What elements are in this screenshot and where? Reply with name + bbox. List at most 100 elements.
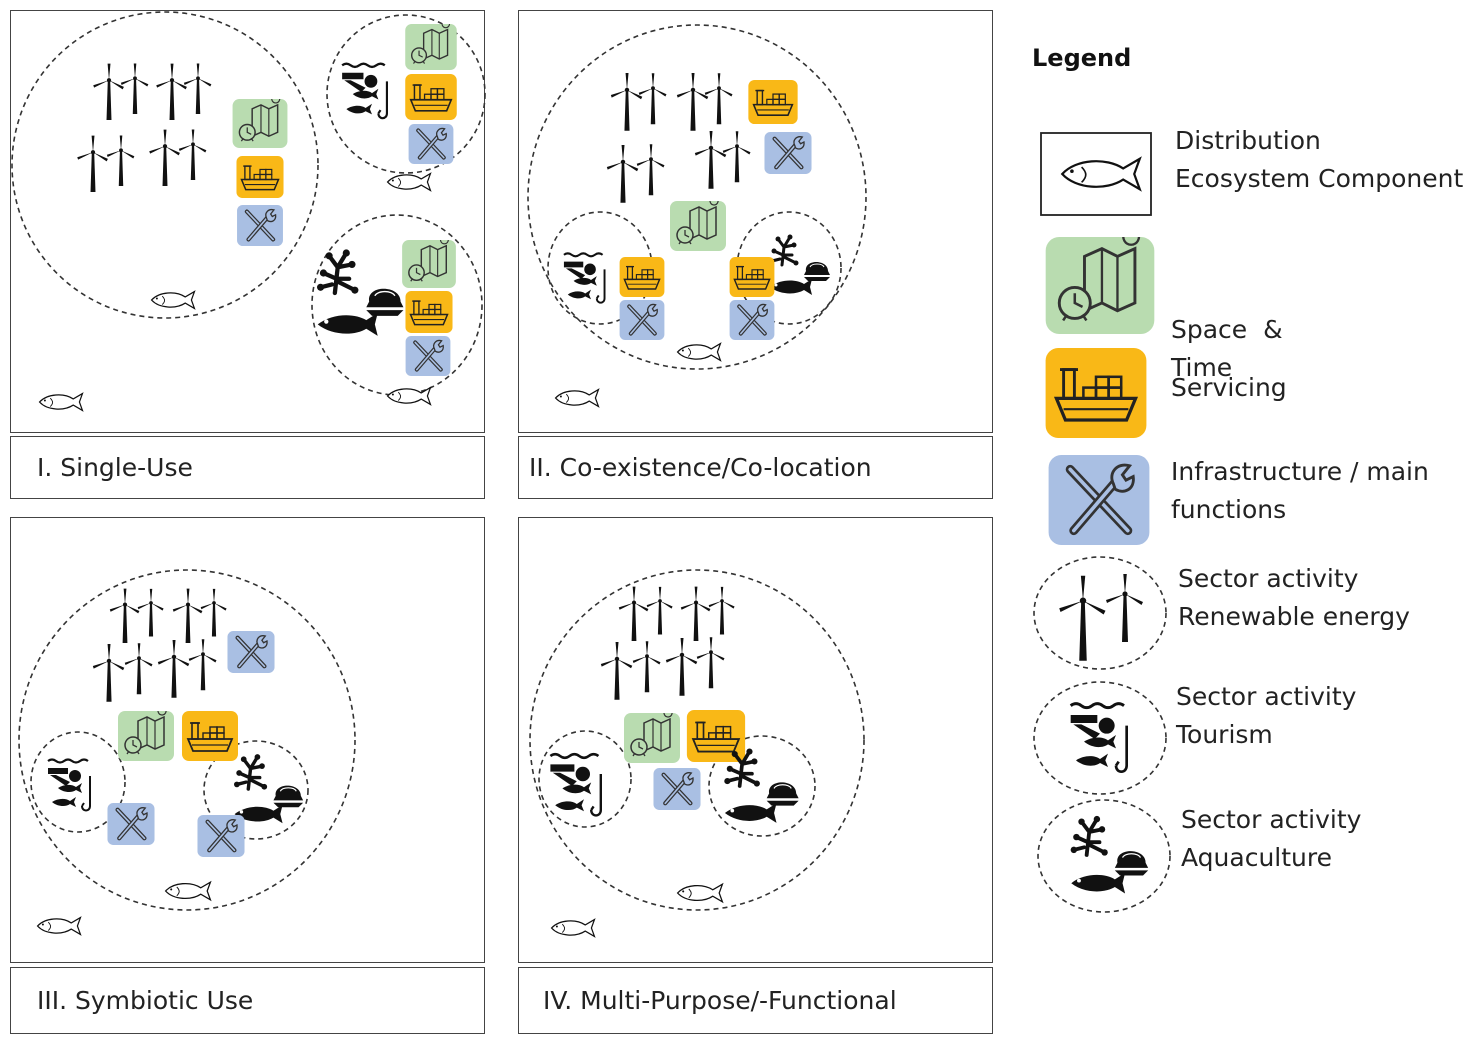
wind-turbine-icon xyxy=(92,643,125,702)
tourism-icon xyxy=(549,752,603,817)
fish-outline-icon xyxy=(386,172,432,192)
fish-outline-icon xyxy=(150,290,196,310)
panel-multi-purpose xyxy=(518,517,993,963)
legend-label: Space &Time xyxy=(1171,315,1283,382)
servicing-ship-icon xyxy=(180,711,240,761)
servicing-ship-icon xyxy=(747,80,799,124)
servicing-ship-icon xyxy=(728,257,776,297)
wind-turbine-icon xyxy=(124,643,153,695)
tourism-zone xyxy=(326,14,486,174)
space-time-icon xyxy=(401,240,457,288)
wind-turbine-icon xyxy=(676,72,709,131)
infrastructure-tools-icon xyxy=(107,803,154,845)
fish-outline-icon xyxy=(550,918,596,938)
infrastructure-tools-icon xyxy=(764,132,811,174)
wind-turbine-icon xyxy=(646,586,673,635)
legend-label: Servicing xyxy=(1171,373,1287,402)
fish-outline-icon xyxy=(676,342,722,362)
aquaculture-zone xyxy=(736,211,842,325)
tourism-icon xyxy=(46,757,92,813)
panel-caption: IV. Multi-Purpose/-Functional xyxy=(518,967,993,1034)
fish-outline-icon xyxy=(36,916,82,936)
wind-turbine-icon xyxy=(172,588,203,643)
space-time-icon xyxy=(1043,237,1157,334)
wind-turbine-icon xyxy=(77,135,108,192)
wind-turbine-icon xyxy=(157,639,190,698)
wind-turbine-icon xyxy=(137,588,164,637)
wind-turbine-icon xyxy=(665,637,698,696)
wind-turbine-icon xyxy=(722,131,751,183)
aquaculture-zone xyxy=(708,735,816,837)
wind-turbine-icon xyxy=(704,73,733,125)
wind-turbine-icon xyxy=(149,129,180,186)
servicing-ship-icon xyxy=(404,291,454,333)
wind-turbine-icon xyxy=(93,63,124,120)
fish-outline-icon xyxy=(164,881,212,901)
legend-renewable-circle xyxy=(1033,556,1167,670)
wind-turbine-icon xyxy=(183,63,212,114)
infrastructure-tools-icon xyxy=(197,815,244,857)
wind-turbine-icon xyxy=(694,130,727,189)
shared-zone xyxy=(18,569,356,911)
wind-turbine-icon xyxy=(618,586,649,641)
servicing-ship-icon xyxy=(1046,348,1147,438)
servicing-ship-icon xyxy=(235,156,285,198)
wind-turbine-icon xyxy=(610,72,643,131)
space-time-icon xyxy=(404,24,458,70)
wind-turbine-icon xyxy=(636,144,665,196)
wind-turbine-icon xyxy=(696,637,725,689)
renewable-energy-zone xyxy=(11,11,319,319)
wind-turbine-icon xyxy=(156,63,187,120)
servicing-ship-icon xyxy=(404,74,458,120)
aquaculture-icon xyxy=(317,249,403,335)
fish-outline-icon xyxy=(554,388,600,408)
aquaculture-icon xyxy=(234,754,303,823)
wind-turbine-icon xyxy=(606,144,639,203)
wind-turbine-icon xyxy=(178,129,207,180)
legend-tourism-circle xyxy=(1033,681,1167,795)
panel-caption: III. Symbiotic Use xyxy=(10,967,485,1034)
space-time-icon xyxy=(117,711,175,761)
wind-turbine-icon xyxy=(680,586,711,641)
panel-symbiotic-use xyxy=(10,517,485,963)
tourism-icon xyxy=(1069,702,1129,774)
aquaculture-icon xyxy=(770,235,831,296)
infrastructure-tools-icon xyxy=(653,768,700,810)
space-time-icon xyxy=(669,201,727,251)
infrastructure-tools-icon xyxy=(730,300,775,340)
wind-turbine-icon xyxy=(109,588,140,643)
infrastructure-tools-icon xyxy=(1049,455,1150,545)
space-time-icon xyxy=(232,99,288,148)
legend-aquaculture-circle xyxy=(1037,799,1171,913)
tourism-icon xyxy=(562,251,607,305)
infrastructure-tools-icon xyxy=(409,124,454,164)
tourism-zone xyxy=(538,730,632,828)
wind-turbine-icon xyxy=(1059,575,1106,661)
panel-caption: II. Co-existence/Co-location xyxy=(518,436,993,499)
tourism-icon xyxy=(342,64,387,118)
infrastructure-tools-icon xyxy=(237,205,283,246)
wind-turbine-icon xyxy=(120,63,149,114)
fish-outline-icon xyxy=(38,392,84,412)
tourism-zone xyxy=(30,731,126,833)
wind-turbine-icon xyxy=(1106,574,1143,642)
wind-turbine-icon xyxy=(188,639,217,691)
wind-turbine-icon xyxy=(632,641,661,693)
wind-turbine-icon xyxy=(638,73,667,125)
infrastructure-tools-icon xyxy=(406,336,451,376)
space-time-icon xyxy=(623,713,681,763)
panel-caption: I. Single-Use xyxy=(10,436,485,499)
wind-turbine-icon xyxy=(200,588,227,637)
legend-title: Legend xyxy=(1032,44,1132,72)
wind-turbine-icon xyxy=(600,641,633,700)
shared-zone xyxy=(529,569,865,911)
infrastructure-tools-icon xyxy=(227,631,274,673)
wind-turbine-icon xyxy=(708,586,735,635)
infrastructure-tools-icon xyxy=(620,300,665,340)
wind-turbine-icon xyxy=(106,135,135,186)
shared-zone xyxy=(527,24,867,370)
